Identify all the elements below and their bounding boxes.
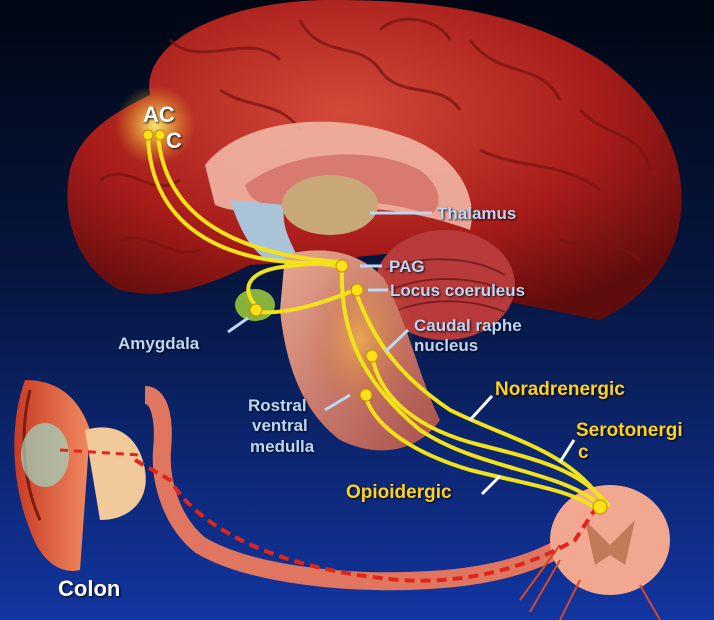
label-rostral-line2: ventral	[252, 416, 308, 436]
label-acc-line1: AC	[143, 102, 175, 128]
label-caudal-raphe-line1: Caudal raphe	[414, 316, 522, 336]
label-serotonergic-line2: c	[578, 442, 589, 464]
label-rostral-line3: medulla	[250, 437, 314, 457]
label-locus-coeruleus: Locus coeruleus	[390, 281, 525, 301]
label-opioidergic: Opioidergic	[346, 482, 452, 504]
label-rostral-line1: Rostral	[248, 396, 307, 416]
label-caudal-raphe-line2: nucleus	[414, 336, 478, 356]
label-thalamus: Thalamus	[437, 204, 516, 224]
label-acc-line2: C	[166, 128, 182, 154]
label-noradrenergic: Noradrenergic	[495, 379, 625, 401]
label-serotonergic-line1: Serotonergi	[576, 420, 683, 442]
label-colon: Colon	[58, 576, 120, 602]
label-amygdala: Amygdala	[118, 334, 199, 354]
thalamus-shape	[282, 175, 378, 235]
label-pag: PAG	[389, 257, 425, 277]
